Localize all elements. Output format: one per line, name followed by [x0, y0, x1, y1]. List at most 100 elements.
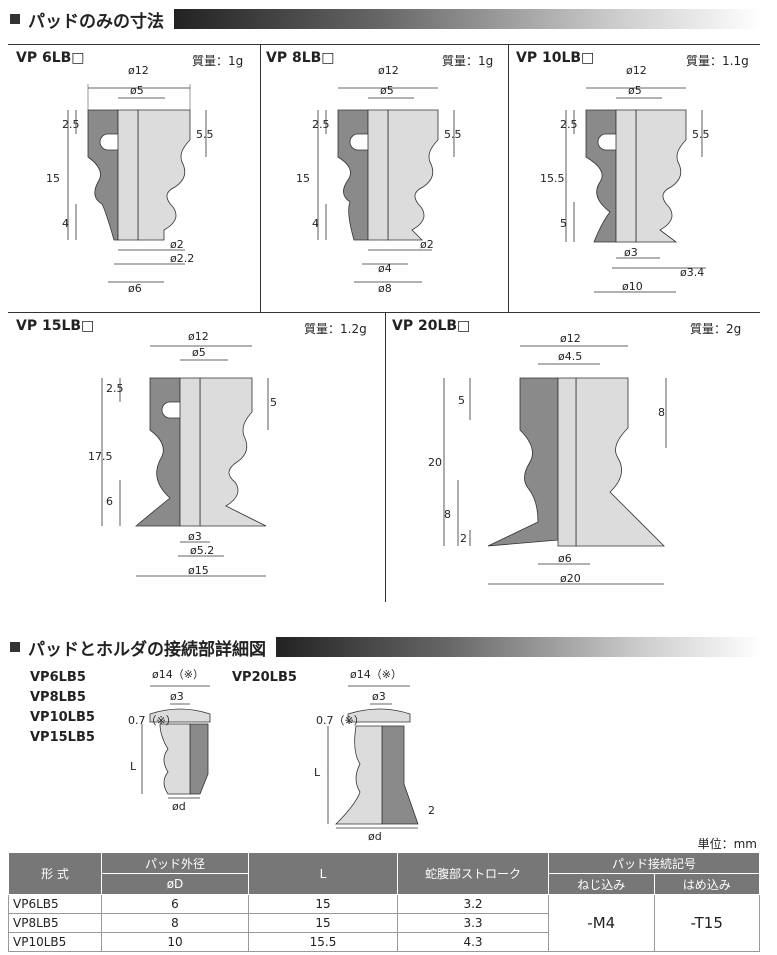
- dim-h1: 2.5: [312, 118, 330, 131]
- dim-L: L: [314, 766, 321, 779]
- panel-title-vp20: VP 20LB□: [392, 318, 471, 334]
- section-header-connection-detail: パッドとホルダの接続部詳細図: [10, 636, 762, 660]
- panel-mass-vp6: 質量：1g: [192, 54, 244, 68]
- dim-h1: 5: [458, 394, 465, 407]
- dim-b2: ø2.2: [170, 252, 194, 265]
- dim-low: 6: [106, 495, 113, 508]
- pad-drawing-vp6: ø12 ø5 15 2.5 4 5.5 ø2 ø2.2 ø6: [46, 64, 214, 295]
- spec-table: 形 式 パッド外径 L 蛇腹部ストローク パッド接続記号 øD ねじ込み はめ込…: [8, 852, 760, 952]
- panel-mass-vp20: 質量：2g: [690, 322, 742, 336]
- panel-top-border: [8, 44, 760, 45]
- pad-shape: [87, 109, 191, 241]
- dim-top: ø12: [378, 64, 399, 77]
- panel-divider-3: [385, 312, 386, 602]
- dim-od: ød: [368, 830, 382, 842]
- detail-model-3: VP10LB5: [30, 710, 95, 725]
- dim-d3: ø3: [170, 690, 184, 703]
- detail-model-2: VP8LB5: [30, 690, 86, 705]
- dim-b3: ø20: [560, 572, 581, 585]
- dim-inner: ø5: [130, 84, 144, 97]
- panel-divider-2: [508, 44, 509, 312]
- dim-top: ø12: [128, 64, 149, 77]
- th-conn: パッド接続記号: [548, 852, 760, 874]
- pad-drawing-vp8: ø12 ø5 15 2.5 4 5.5 ø2 ø4 ø8: [296, 64, 462, 295]
- press-code: -T15: [653, 894, 760, 952]
- table-row: VP8LB5 8 15 3.3: [8, 913, 760, 933]
- dim-top: ø12: [188, 330, 209, 343]
- table-row: VP6LB5 6 15 3.2 -M4 -T15: [8, 894, 760, 952]
- dim-h2: 5.5: [444, 128, 462, 141]
- panel-mass-vp15: 質量：1.2g: [304, 322, 367, 336]
- dim-b1: ø2: [420, 238, 434, 251]
- dim-total: 15.5: [540, 172, 565, 185]
- dim-od: ød: [172, 800, 186, 813]
- screw-code: -M4: [548, 894, 655, 952]
- panel-title-vp8: VP 8LB□: [266, 50, 335, 66]
- dim-b2: ø4: [378, 262, 392, 275]
- panel-mass-vp10: 質量：1.1g: [686, 54, 749, 68]
- dim-d14: ø14（※）: [152, 668, 204, 681]
- detail-model-right: VP20LB5: [232, 670, 297, 685]
- dim-b2: ø5.2: [190, 544, 214, 557]
- dim-low2: 2: [460, 532, 467, 545]
- pad-drawing-vp10: ø12 ø5 15.5 2.5 5 5.5 ø3 ø3.4 ø10: [540, 64, 710, 293]
- section-title: パッドとホルダの接続部詳細図: [28, 639, 266, 660]
- holder-drawing-small: ø14（※） ø3 L ød 0.7（※）: [128, 668, 211, 813]
- dim-low: 5: [560, 217, 567, 230]
- dim-h2: 5.5: [196, 128, 214, 141]
- th-outer-d: øD: [101, 873, 249, 895]
- section-title: パッドのみの寸法: [28, 11, 164, 32]
- dim-L: L: [130, 760, 137, 773]
- dim-h2: 5.5: [692, 128, 710, 141]
- dim-h1: 2.5: [560, 118, 578, 131]
- panel-mid-border: [8, 312, 760, 313]
- dim-inner: ø5: [192, 346, 206, 359]
- dim-total: 17.5: [88, 450, 113, 463]
- dim-b1: ø2: [170, 238, 184, 251]
- pad-drawing-vp15: ø12 ø5 17.5 2.5 6 5 ø3 ø5.2 ø15: [88, 330, 277, 577]
- table-row: VP10LB5 10 15.5 4.3: [8, 932, 760, 952]
- th-press: はめ込み: [653, 873, 760, 895]
- dim-d14: ø14（※）: [350, 668, 402, 681]
- dim-total: 20: [428, 456, 442, 469]
- dim-b3: ø8: [378, 282, 392, 295]
- dim-b1: ø3: [188, 530, 202, 543]
- holder-drawing-large: ø14（※） ø3 L 2 ød 0.7（※）: [314, 668, 435, 842]
- section-bar: [276, 637, 762, 657]
- dim-h1: 2.5: [62, 118, 80, 131]
- th-stroke: 蛇腹部ストローク: [397, 852, 549, 895]
- section-marker: [10, 642, 20, 652]
- dim-low: 4: [62, 217, 69, 230]
- dim-top: ø12: [626, 64, 647, 77]
- dim-low: 8: [444, 508, 451, 521]
- dim-total: 15: [46, 172, 60, 185]
- th-outer: パッド外径: [101, 852, 249, 874]
- dim-b3: ø6: [128, 282, 142, 295]
- dim-07: 0.7（※）: [316, 714, 365, 727]
- dim-b3: ø10: [622, 280, 643, 293]
- th-L: L: [248, 852, 398, 895]
- dim-inner: ø4.5: [558, 350, 582, 363]
- panel-mass-vp8: 質量：1g: [442, 54, 494, 68]
- dim-low: 4: [312, 217, 319, 230]
- dim-h2: 5: [270, 396, 277, 409]
- dim-two: 2: [428, 804, 435, 817]
- th-form: 形 式: [8, 852, 102, 895]
- dim-d3: ø3: [372, 690, 386, 703]
- panel-title-vp6: VP 6LB□: [16, 50, 85, 66]
- panel-title-vp10: VP 10LB□: [516, 50, 595, 66]
- dim-b2: ø6: [558, 552, 572, 565]
- panel-title-vp15: VP 15LB□: [16, 318, 95, 334]
- section-header-pad-dimensions: パッドのみの寸法: [10, 8, 762, 32]
- section-marker: [10, 14, 20, 24]
- dim-h2: 8: [658, 406, 665, 419]
- pad-drawing-vp20: ø12 ø4.5 20 5 8 2 8 ø6 ø20: [428, 332, 667, 585]
- unit-label: 単位：mm: [697, 837, 757, 851]
- dim-b2: ø3.4: [680, 266, 704, 279]
- section-bar: [174, 9, 762, 29]
- dim-inner: ø5: [380, 84, 394, 97]
- dim-top: ø12: [560, 332, 581, 345]
- dim-total: 15: [296, 172, 310, 185]
- dim-inner: ø5: [628, 84, 642, 97]
- dim-h1: 2.5: [106, 382, 124, 395]
